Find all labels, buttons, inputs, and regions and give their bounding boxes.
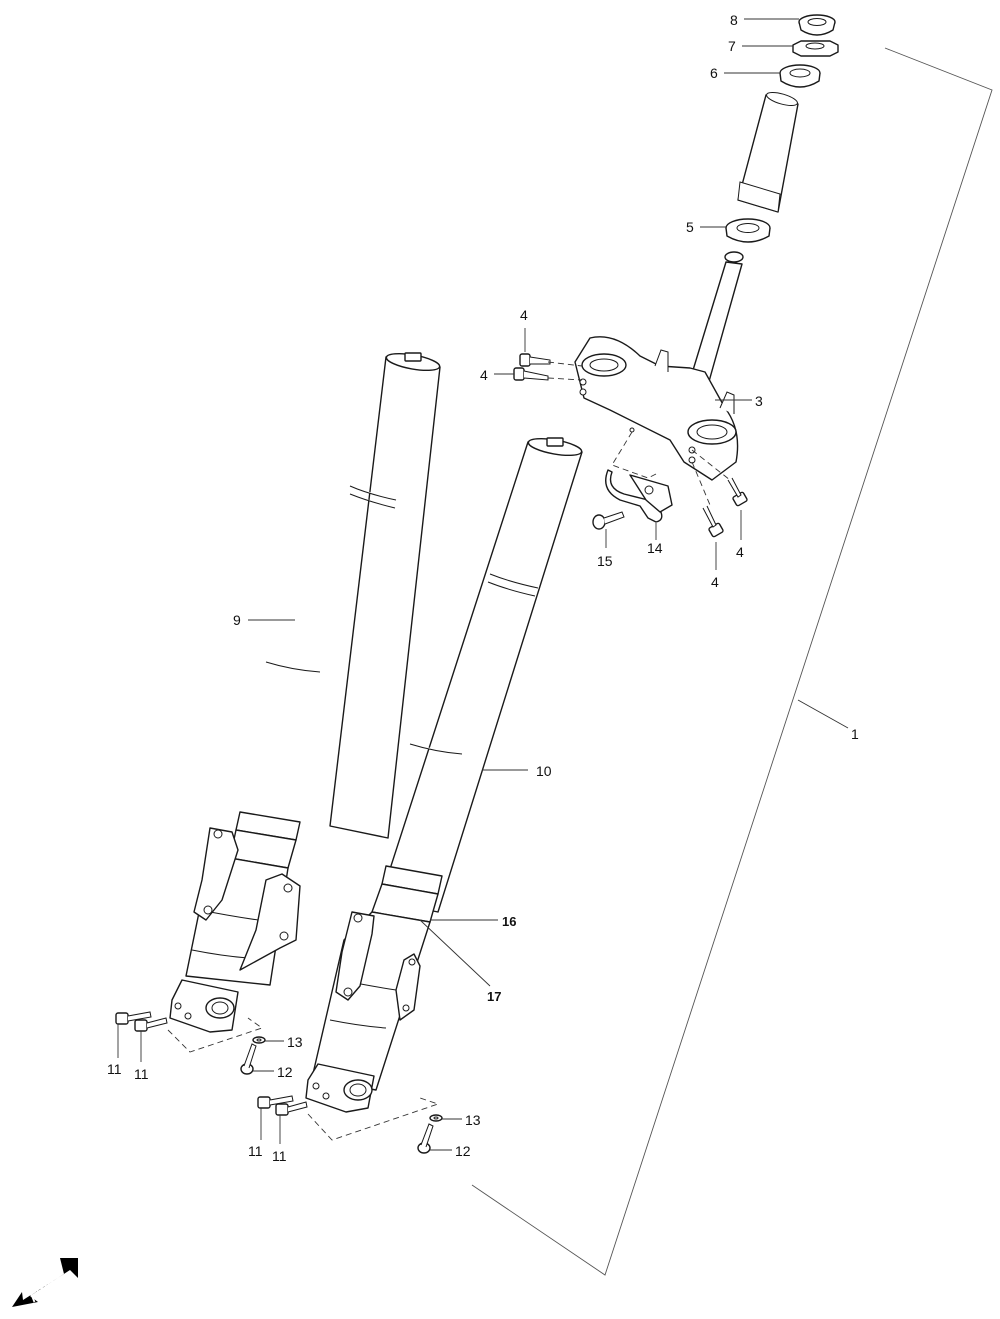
- axle-bolt-11b: [134, 1017, 168, 1032]
- callout-4b: 4: [480, 367, 488, 383]
- bolt-12a: [240, 1043, 257, 1075]
- steering-tube-cover: [737, 91, 799, 213]
- callout-4a: 4: [520, 307, 528, 323]
- callout-11d: 11: [272, 1148, 287, 1164]
- callout-6: 6: [710, 65, 718, 81]
- assembly-line-bolts-upper-2: [547, 377, 583, 381]
- bolt-4a: [519, 353, 551, 367]
- assembly-line-left-axle: [167, 1017, 263, 1053]
- callout-15: 15: [597, 553, 613, 569]
- callout-7: 7: [728, 38, 736, 54]
- forward-arrow-icon: FWD: [12, 1258, 78, 1307]
- hose-clamp-14: [605, 469, 673, 523]
- washer-13a: [252, 1036, 266, 1044]
- washer-13b: [429, 1114, 443, 1122]
- callout-14: 14: [647, 540, 663, 556]
- callout-12a: 12: [277, 1064, 293, 1080]
- assembly-line-bolts-lower-2: [691, 449, 731, 481]
- callout-17: 17: [487, 989, 501, 1004]
- bolt-4b: [513, 367, 549, 381]
- bolt-12b: [417, 1123, 434, 1154]
- bolt-4c: [727, 477, 748, 507]
- callout-13b: 13: [465, 1112, 481, 1128]
- callout-11c: 11: [248, 1143, 263, 1159]
- bolt-4d: [702, 505, 724, 538]
- assembly-line-bolts-upper: [547, 361, 583, 367]
- callout-4c: 4: [736, 544, 744, 560]
- lock-nut-7: [792, 40, 839, 57]
- leader-1: [797, 699, 849, 729]
- callout-13a: 13: [287, 1034, 303, 1050]
- steering-stem-bracket-3: [574, 251, 744, 481]
- fwd-label: FWD: [27, 1276, 61, 1305]
- callout-8: 8: [730, 12, 738, 28]
- leader-17: [419, 919, 491, 987]
- dust-seal-8: [798, 14, 836, 36]
- assembly-line-clamp: [611, 431, 657, 479]
- callout-12b: 12: [455, 1143, 471, 1159]
- assembly-line-right-axle: [307, 1097, 440, 1141]
- bearing-race-5: [725, 218, 771, 243]
- callout-11a: 11: [107, 1061, 122, 1077]
- axle-bolt-11d: [275, 1101, 308, 1116]
- assembly-line-bolts-lower: [691, 461, 711, 506]
- callout-3: 3: [755, 393, 763, 409]
- callout-1: 1: [851, 726, 859, 742]
- bearing-race-6: [779, 64, 821, 88]
- fork-leg-10: [305, 437, 583, 1113]
- axle-bolt-11c: [257, 1095, 294, 1109]
- callout-11b: 11: [134, 1066, 149, 1082]
- callout-9: 9: [233, 612, 241, 628]
- callout-16: 16: [502, 914, 516, 929]
- callout-4d: 4: [711, 574, 719, 590]
- callout-10: 10: [536, 763, 552, 779]
- axle-bolt-11a: [115, 1011, 152, 1025]
- assembly-frame: [471, 47, 993, 1276]
- fork-leg-9: [169, 352, 441, 1033]
- bolt-15: [592, 511, 625, 530]
- callout-5: 5: [686, 219, 694, 235]
